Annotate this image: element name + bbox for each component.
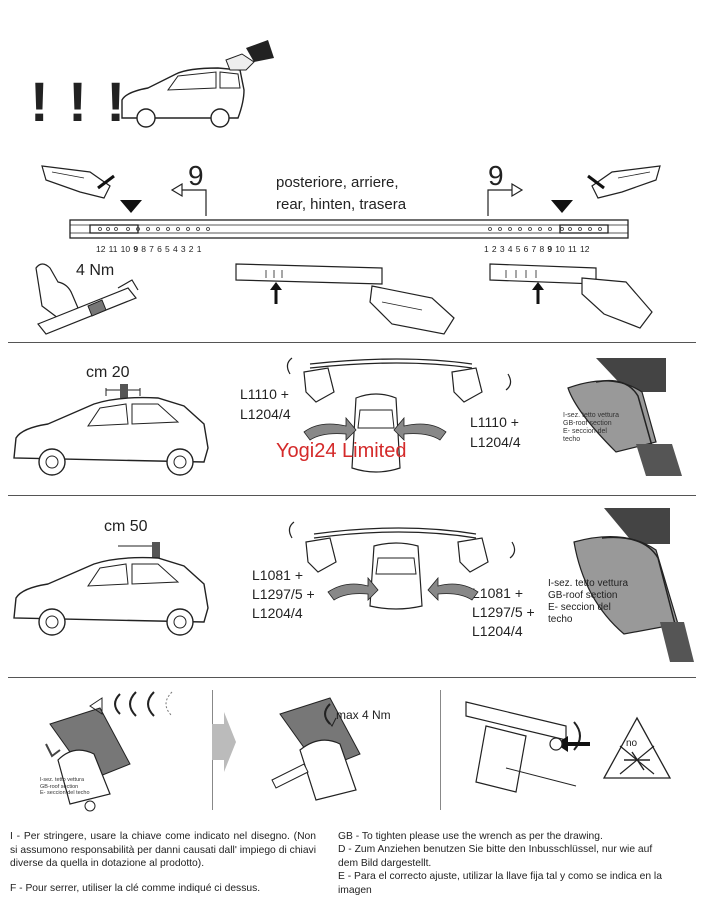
scale-mark: 7 [149,244,154,254]
column-divider-2 [440,690,441,810]
bracket-assembly-step1 [45,691,173,812]
roof-section-label-2: I-sez. tetto vettura GB-roof section E- … [548,578,628,626]
roof-section-drawing-1 [567,358,682,476]
roof-section-line: I-sez. tetto vettura [563,412,620,419]
roof-section-line: GB-roof section [563,420,612,427]
roof-section-drawing-2 [573,508,694,662]
scale-mark: 1 [196,244,202,254]
right-marker-triangle [551,200,573,213]
right-position-arrow [487,182,524,216]
section-divider-3 [8,677,696,678]
step-arrow [212,712,236,772]
left-marker-triangle [120,200,142,213]
code-line: L1297/5 + [252,586,315,602]
car-side-view-1 [13,384,209,476]
roof-bar-strip [69,219,629,239]
right-codes-1b: L1204/4 [470,434,521,450]
rear-label-line1: posteriore, arriere, [276,174,399,191]
distance-label-1: cm 20 [86,364,130,381]
scale-mark: 2 [188,244,194,254]
scale-mark: 9 [133,244,139,254]
roof-section-line: I-sez. tetto vettura [40,777,85,783]
hand-wrench-illustration [35,263,139,335]
roof-section-label-1: I-sez. tetto vettura GB-roof section E- … [563,412,619,444]
code-line: L1081 + [252,567,303,583]
scale-mark: 7 [531,244,537,254]
roof-section-line: techo [563,436,581,443]
scale-mark: 9 [547,244,553,254]
rear-label-line2: rear, hinten, trasera [276,196,407,213]
car-side-view-2 [13,542,209,636]
roof-section-line: E- seccion del [563,428,607,435]
scale-mark: 5 [515,244,521,254]
bar-detail-right [489,263,653,329]
right-codes-2: L1081 + L1297/5 + L1204/4 [472,584,535,641]
no-label: no [626,738,638,749]
code-line: L1204/4 [252,605,303,621]
scale-mark: 10 [555,244,565,254]
car-top-view-2 [327,542,479,610]
roof-section-line: E- seccion del techo [40,790,90,796]
bracket-assembly-step2 [271,697,361,801]
scale-mark: 5 [165,244,170,254]
left-codes-2: L1081 + L1297/5 + L1204/4 [252,566,315,623]
scale-mark: 12 [96,244,106,254]
left-position-number: 9 [188,160,204,191]
roof-section-line: GB-roof section [40,783,79,790]
watermark: Yogi24 Limited [276,440,407,462]
torque-label: 4 Nm [76,262,115,279]
left-codes-1b: L1204/4 [240,406,291,422]
left-codes-1a: L1110 + [240,386,289,402]
no-wrench-warning-icon [602,716,672,779]
scale-mark: 12 [579,244,590,254]
bar-foot-closeup [465,701,590,793]
scale-mark: 3 [180,244,186,254]
roof-section-line: techo [548,614,573,625]
warning-marks: ! ! ! [30,70,128,133]
section-divider-2 [8,495,696,496]
roof-section-line: I-sez. tetto vettura [548,578,629,589]
instruction-german: D - Zum Anziehen benutzen Sie bitte den … [338,844,653,869]
instruction-spanish: E - Para el correcto ajuste, utilizar la… [338,871,662,896]
scale-mark: 3 [499,244,505,254]
car-top-view-1 [303,393,447,473]
right-position-number: 9 [488,160,504,191]
scale-mark: 8 [539,244,545,254]
roof-section-label-3: I-sez. tetto vettura GB-roof section E- … [40,777,90,797]
left-scale: 12 11 10 9 8 7 6 5 4 3 2 1 [96,244,201,254]
scale-mark: 4 [172,244,178,254]
scale-mark: 1 [484,244,489,254]
roof-section-line: GB-roof section [548,590,618,601]
scale-mark: 10 [120,244,131,254]
scale-mark: 4 [507,244,513,254]
section-divider-1 [8,342,696,343]
max-torque-label: max 4 Nm [336,708,391,722]
code-line: L1297/5 + [472,604,535,620]
bar-assembly-2 [288,521,516,573]
right-codes-1a: L1110 + [470,414,519,430]
left-bracket-sketch [41,165,115,199]
instruction-french: F - Pour serrer, utiliser la clé comme i… [10,883,261,894]
instruction-english: GB - To tighten please use the wrench as… [338,831,603,842]
bar-assembly-1 [286,357,512,403]
scale-mark: 6 [157,244,162,254]
instruction-italian: I - Per stringere, usare la chiave come … [10,831,316,869]
scale-mark: 2 [491,244,497,254]
bar-detail-left [235,263,455,335]
scale-mark: 11 [567,244,577,254]
right-bracket-sketch [587,165,661,199]
distance-label-2: cm 50 [104,518,148,535]
code-line: L1204/4 [472,623,523,639]
code-line: L1081 + [472,585,523,601]
roof-section-line: E- seccion del [548,602,611,613]
scale-mark: 8 [141,244,146,254]
right-scale: 1 2 3 4 5 6 7 8 9 10 11 12 [484,244,589,254]
left-position-arrow [170,182,207,216]
car-rear-push-illustration [121,40,274,128]
scale-mark: 6 [523,244,529,254]
scale-mark: 11 [108,244,118,254]
